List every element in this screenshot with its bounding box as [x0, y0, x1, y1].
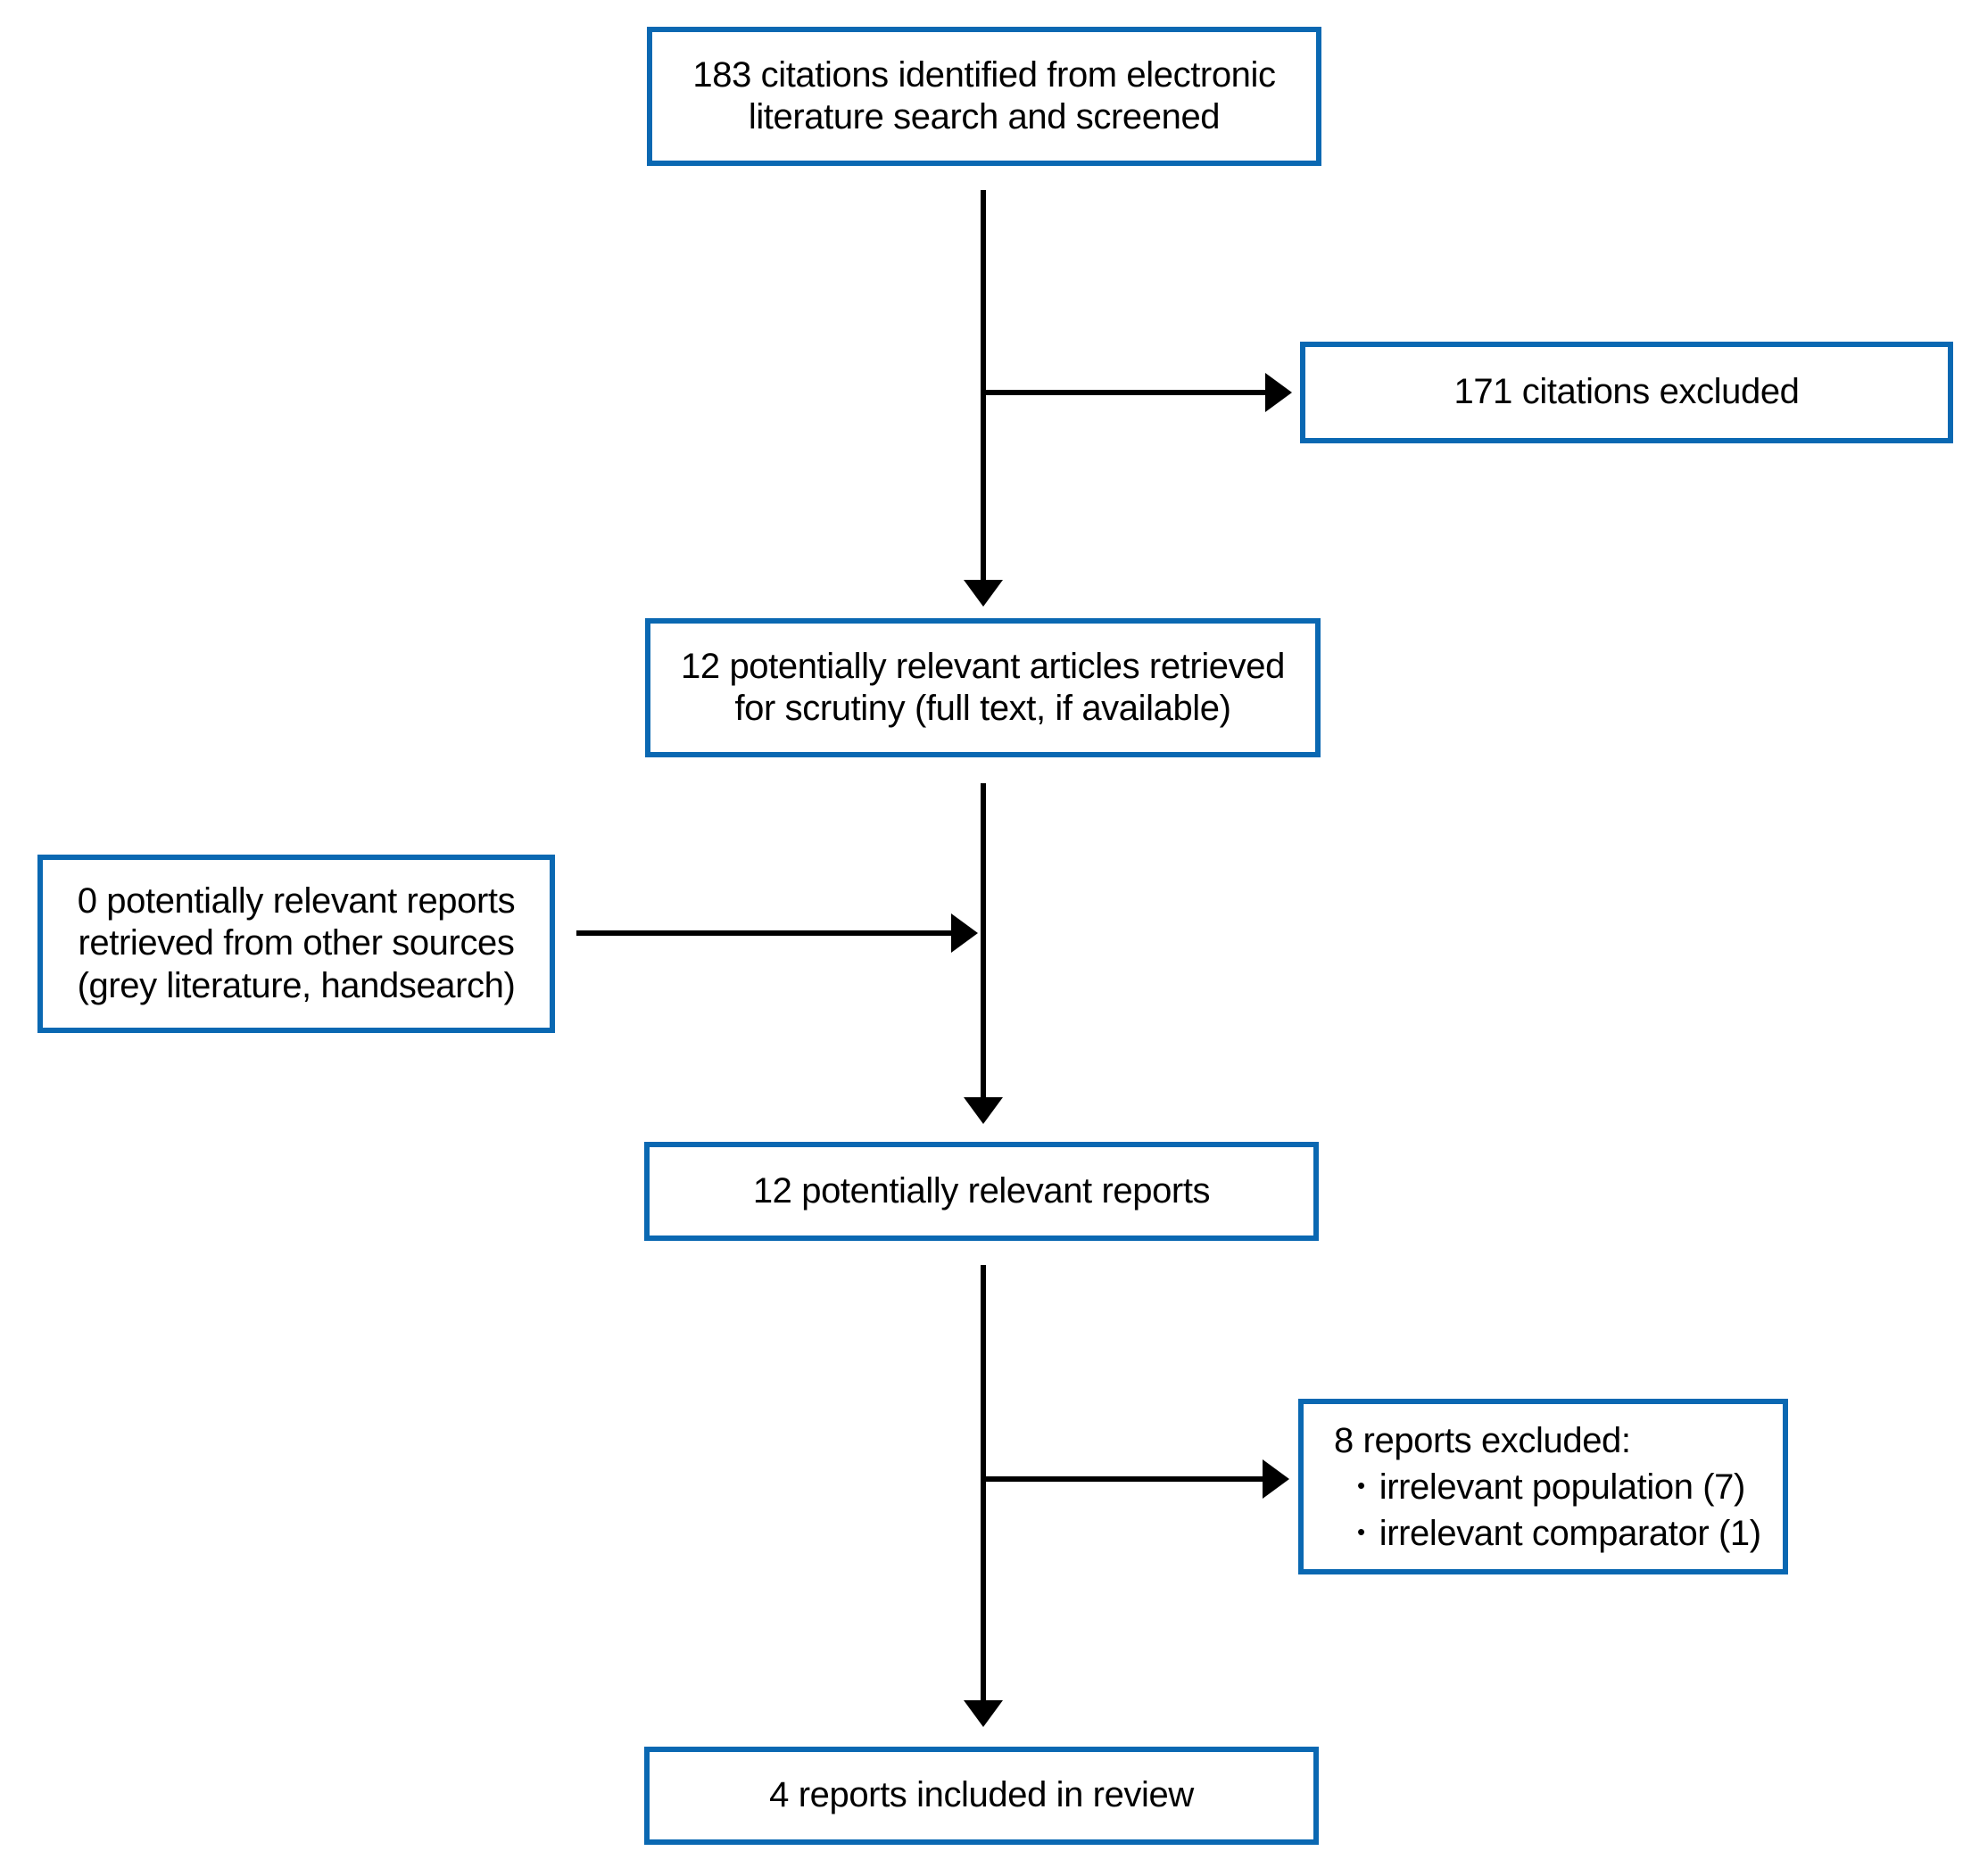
- excluded-reason-text: irrelevant comparator (1): [1379, 1513, 1761, 1553]
- bullet-icon: •: [1357, 1517, 1365, 1545]
- excluded-reason-item: • irrelevant comparator (1): [1357, 1510, 1761, 1557]
- arrow-reports-to-included: [964, 1265, 1003, 1727]
- box-relevant-reports-text: 12 potentially relevant reports: [752, 1170, 1211, 1211]
- box-citations-identified-text: 183 citations identified from electronic…: [692, 54, 1276, 136]
- box-citations-excluded-text: 171 citations excluded: [1453, 372, 1800, 412]
- box-articles-retrieved: 12 potentially relevant articles retriev…: [645, 618, 1321, 757]
- arrow-branch-excluded-reports: [983, 1459, 1289, 1499]
- excluded-reason-text: irrelevant population (7): [1379, 1467, 1746, 1507]
- box-citations-excluded: 171 citations excluded: [1300, 342, 1953, 443]
- arrow-retrieved-to-reports: [964, 783, 1003, 1124]
- box-citations-identified: 183 citations identified from electronic…: [647, 27, 1321, 166]
- arrow-other-sources-to-flow: [576, 913, 978, 953]
- arrow-branch-excluded-citations: [983, 373, 1292, 412]
- box-other-sources: 0 potentially relevant reports retrieved…: [37, 855, 555, 1033]
- box-other-sources-text: 0 potentially relevant reports retrieved…: [77, 881, 516, 1005]
- arrow-identified-to-retrieved: [964, 190, 1003, 607]
- box-reports-excluded: 8 reports excluded: • irrelevant populat…: [1298, 1399, 1788, 1574]
- bullet-icon: •: [1357, 1471, 1365, 1499]
- box-reports-included: 4 reports included in review: [644, 1747, 1319, 1845]
- box-relevant-reports: 12 potentially relevant reports: [644, 1142, 1319, 1241]
- excluded-reason-item: • irrelevant population (7): [1357, 1464, 1745, 1510]
- box-reports-excluded-header: 8 reports excluded:: [1334, 1420, 1631, 1460]
- box-articles-retrieved-text: 12 potentially relevant articles retriev…: [681, 646, 1285, 728]
- box-reports-included-text: 4 reports included in review: [769, 1775, 1194, 1815]
